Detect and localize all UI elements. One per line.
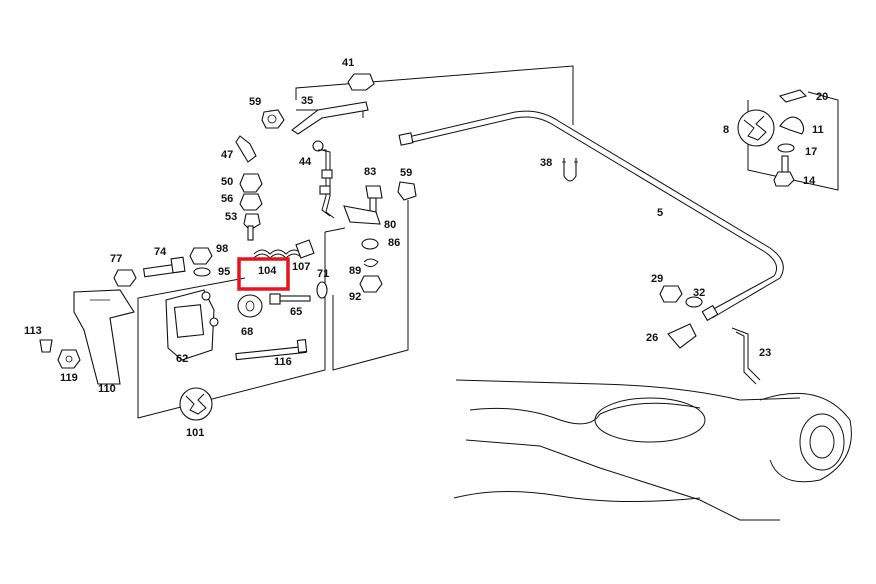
- callout-71[interactable]: 71: [317, 268, 329, 280]
- wrench-icon-8: [737, 109, 775, 147]
- callout-62[interactable]: 62: [176, 353, 188, 365]
- callout-116[interactable]: 116: [274, 356, 292, 368]
- mount-hardware: [113, 239, 315, 287]
- linkage-top: [261, 73, 375, 135]
- callout-47[interactable]: 47: [221, 149, 233, 161]
- callout-26[interactable]: 26: [646, 332, 658, 344]
- callout-41[interactable]: 41: [342, 57, 354, 69]
- stabilizer-bar: [398, 110, 784, 322]
- highlight-box-104: [237, 257, 290, 291]
- callout-44[interactable]: 44: [299, 156, 312, 168]
- callout-77[interactable]: 77: [110, 253, 122, 265]
- callout-5[interactable]: 5: [657, 207, 663, 219]
- callout-92[interactable]: 92: [349, 291, 361, 303]
- wrench-icon-101: [179, 387, 213, 421]
- bracket-110: [39, 289, 135, 385]
- callout-32[interactable]: 32: [693, 287, 705, 299]
- callout-86[interactable]: 86: [388, 237, 400, 249]
- control-rod: [312, 140, 335, 219]
- lower-link-parts: [659, 285, 761, 385]
- callout-8[interactable]: 8: [723, 124, 729, 136]
- pump-62: [165, 289, 311, 361]
- callout-95[interactable]: 95: [218, 266, 230, 278]
- callout-59[interactable]: 59: [400, 167, 412, 179]
- callout-20[interactable]: 20: [816, 91, 828, 103]
- callout-11[interactable]: 11: [812, 124, 824, 136]
- callout-38[interactable]: 38: [540, 157, 552, 169]
- u-bolt: [562, 158, 578, 182]
- callout-107[interactable]: 107: [292, 261, 310, 273]
- callout-29[interactable]: 29: [651, 273, 663, 285]
- callout-110[interactable]: 110: [98, 383, 116, 395]
- axle-carrier: [453, 379, 852, 521]
- callout-119[interactable]: 119: [60, 372, 78, 384]
- right-hardware: [343, 181, 417, 293]
- callout-101[interactable]: 101: [186, 427, 204, 439]
- callout-labels: 41 59 35 47 44 83 59 50 56 53 80 86 77 7…: [24, 57, 828, 439]
- callout-89[interactable]: 89: [349, 265, 361, 277]
- ball-joints: [235, 135, 263, 241]
- bracket-parts: [773, 89, 808, 187]
- callout-83[interactable]: 83: [364, 166, 376, 178]
- frame-lines: [137, 65, 839, 419]
- callout-56[interactable]: 56: [221, 193, 233, 205]
- callout-53[interactable]: 53: [225, 211, 237, 223]
- washer-71: [316, 281, 328, 299]
- callout-50[interactable]: 50: [221, 176, 233, 188]
- callout-14[interactable]: 14: [803, 175, 816, 187]
- callout-23[interactable]: 23: [759, 347, 771, 359]
- callout-98[interactable]: 98: [216, 243, 228, 255]
- callout-17[interactable]: 17: [805, 146, 817, 158]
- callout-68[interactable]: 68: [241, 326, 253, 338]
- callout-35[interactable]: 35: [301, 95, 313, 107]
- callout-80[interactable]: 80: [384, 219, 396, 231]
- callout-113[interactable]: 113: [24, 325, 42, 337]
- callout-59[interactable]: 59: [249, 96, 261, 108]
- callout-104[interactable]: 104: [258, 265, 277, 277]
- callout-65[interactable]: 65: [290, 306, 302, 318]
- callout-74[interactable]: 74: [154, 246, 167, 258]
